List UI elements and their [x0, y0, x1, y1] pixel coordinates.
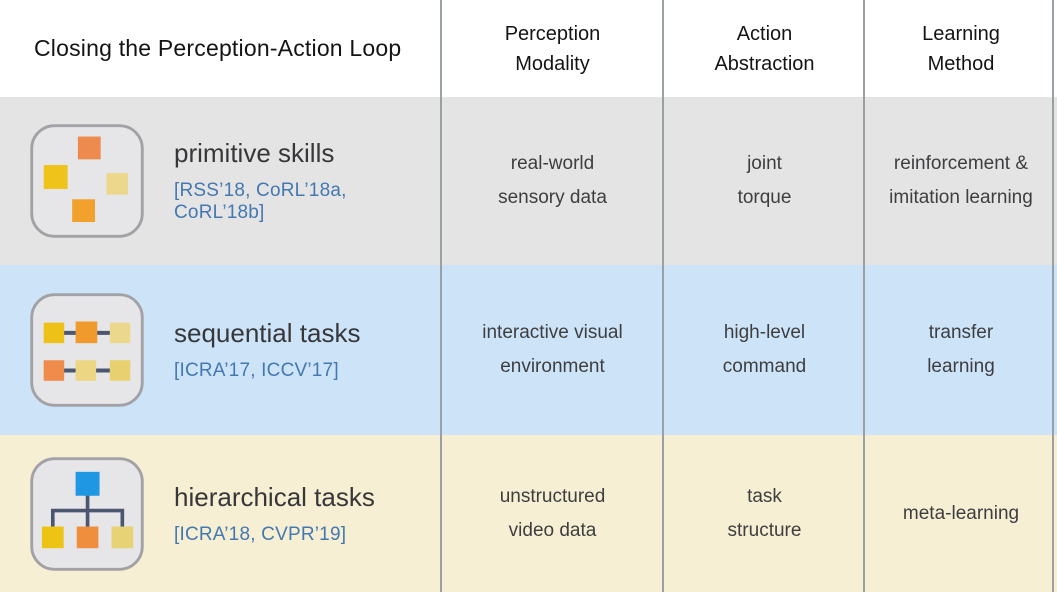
row-hierarchical-tasks-label-cell: hierarchical tasks [ICRA’18, CVPR’19]: [0, 435, 441, 592]
row-citations: [ICRA’17, ICCV’17]: [174, 360, 339, 381]
cell-value: high-level command: [722, 322, 807, 377]
cell-primitive-action-abstraction: joint torque: [664, 97, 865, 265]
cell-value: reinforcement & imitation learning: [889, 153, 1033, 208]
row-title: primitive skills: [174, 138, 335, 168]
column-header-perception-modality: Perception Modality: [441, 0, 664, 97]
column-divider: [662, 0, 664, 592]
column-header-label: Learning Method: [922, 22, 1000, 75]
cell-sequential-action-abstraction: high-level command: [664, 265, 865, 435]
table-title-cell: Closing the Perception-Action Loop: [0, 0, 441, 97]
cell-value: joint torque: [737, 153, 792, 208]
tree-hierarchy-icon: [30, 456, 144, 571]
column-header-action-abstraction: Action Abstraction: [664, 0, 865, 97]
cell-value: unstructured video data: [499, 485, 606, 541]
row-title: sequential tasks: [174, 318, 361, 348]
cell-value: interactive visual environment: [482, 322, 623, 377]
cell-value: transfer learning: [927, 322, 995, 377]
row-title: hierarchical tasks: [174, 481, 375, 512]
cell-primitive-learning-method: reinforcement & imitation learning: [865, 97, 1057, 265]
column-header-learning-method: Learning Method: [865, 0, 1057, 97]
row-citations: [RSS’18, CoRL’18a, CoRL’18b]: [174, 180, 347, 223]
row-primitive-skills-label-cell: primitive skills [RSS’18, CoRL’18a, CoRL…: [0, 97, 441, 265]
column-divider: [863, 0, 865, 592]
page-title: Closing the Perception-Action Loop: [34, 35, 402, 61]
cell-value: meta-learning: [902, 502, 1020, 524]
cell-value: real-world sensory data: [498, 153, 607, 208]
cell-hierarchical-perception-modality: unstructured video data: [441, 435, 664, 592]
column-divider: [440, 0, 442, 592]
row-label-block: hierarchical tasks [ICRA’18, CVPR’19]: [174, 482, 375, 546]
sequence-chain-icon: [30, 293, 144, 407]
column-header-label: Perception Modality: [504, 22, 601, 75]
cell-hierarchical-learning-method: meta-learning: [865, 435, 1057, 592]
cell-hierarchical-action-abstraction: task structure: [664, 435, 865, 592]
cell-primitive-perception-modality: real-world sensory data: [441, 97, 664, 265]
row-sequential-tasks-label-cell: sequential tasks [ICRA’17, ICCV’17]: [0, 265, 441, 435]
column-header-label: Action Abstraction: [714, 22, 815, 75]
cell-sequential-perception-modality: interactive visual environment: [441, 265, 664, 435]
cell-value: task structure: [727, 485, 802, 541]
scattered-squares-icon: [30, 124, 144, 238]
row-label-block: primitive skills [RSS’18, CoRL’18a, CoRL…: [174, 138, 441, 224]
cell-sequential-learning-method: transfer learning: [865, 265, 1057, 435]
column-divider: [1052, 0, 1054, 592]
row-citations: [ICRA’18, CVPR’19]: [174, 523, 347, 545]
row-label-block: sequential tasks [ICRA’17, ICCV’17]: [174, 318, 360, 382]
